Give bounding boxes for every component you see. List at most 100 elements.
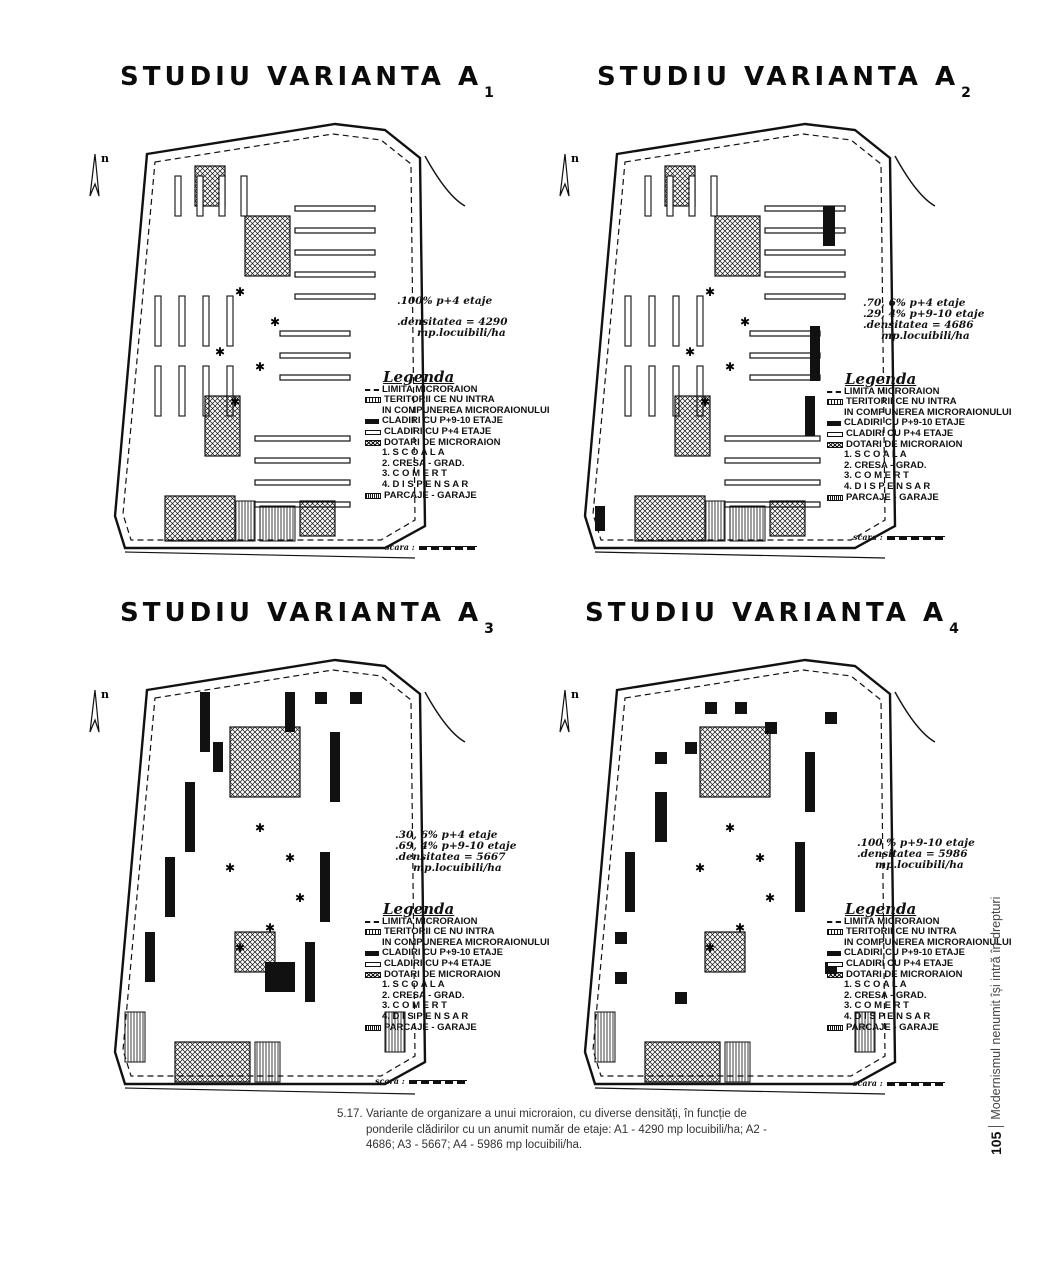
legend-symbol-icon [827, 390, 841, 393]
legend-symbol-icon [365, 1024, 381, 1031]
road-edge [124, 1087, 416, 1095]
tree-icon: ✱ [255, 360, 265, 374]
building-p9-10 [655, 792, 667, 842]
legend-item: IN COMPUNEREA MICRORAIONULUI [365, 405, 549, 417]
legend-label: CLADIRI CU P+4 ETAJE [846, 427, 954, 439]
building-p4 [279, 352, 351, 359]
tree-icon: ✱ [270, 315, 280, 329]
building-p9-10 [305, 942, 315, 1002]
building-p4 [624, 295, 632, 347]
building-p4 [240, 175, 248, 217]
building-p9-10 [735, 702, 747, 714]
site-boundary [583, 658, 897, 1086]
building-p9-10 [185, 782, 195, 852]
legend-label: CLADIRI CU P+4 ETAJE [846, 957, 954, 969]
facility-zone [644, 1041, 721, 1083]
building-p9-10 [165, 857, 175, 917]
building-p9-10 [330, 732, 340, 802]
building-p4 [624, 365, 632, 417]
legend-label: PARCAJE - GARAJE [846, 1021, 939, 1033]
legend-item: 2. CRESA - GRAD. [365, 457, 515, 470]
legend-item: 3. C O M E R T [827, 1001, 977, 1012]
legend-item: DOTARI DE MICRORAION [827, 439, 977, 451]
tree-icon: ✱ [235, 941, 245, 955]
legend-label: TERITORII CE NU INTRA [846, 926, 957, 938]
site-plan-a2: n✱✱✱✱✱ [559, 122, 936, 559]
legend-symbol-icon [827, 920, 841, 923]
building-p9-10 [200, 692, 210, 752]
facility-zone [244, 215, 291, 277]
legend-label: PARCAJE - GARAJE [384, 489, 477, 501]
building-p4 [648, 295, 656, 347]
tree-icon: ✱ [705, 941, 715, 955]
building-p4 [644, 175, 652, 217]
legend-symbol-icon [365, 951, 379, 957]
legend-item: CLADIRI CU P+9-10 ETAJE [827, 948, 977, 959]
building-p4 [696, 295, 704, 347]
legend-label: 2. CRESA - GRAD. [382, 457, 465, 469]
legend-item: 1. S C O A L A [365, 448, 515, 459]
legend-item: LIMITA MICRORAION [827, 916, 977, 928]
legend-label: TERITORII CE NU INTRA [846, 396, 957, 408]
legend-label: 4. D I S P E N S A R [382, 478, 469, 490]
building-p4 [749, 352, 821, 359]
site-plan-a4: n✱✱✱✱✱✱ [559, 658, 936, 1095]
road-edge [594, 1087, 886, 1095]
legend-symbol-icon [827, 951, 841, 957]
microraion-limit [122, 133, 416, 541]
legend-item: LIMITA MICRORAION [827, 386, 977, 398]
parking-zone [384, 1011, 406, 1053]
legend-item: TERITORII CE NU INTRA [365, 927, 515, 938]
legend-label: 1. S C O A L A [382, 447, 445, 459]
legend-item: 4. D I S P E N S A R [365, 478, 515, 491]
legend-label: TERITORII CE NU INTRA [384, 394, 495, 406]
legend-item: DOTARI DE MICRORAION [365, 437, 515, 449]
facility-zone [229, 726, 301, 798]
legend-symbol-icon [365, 429, 381, 435]
building-p9-10 [265, 962, 295, 992]
legend-symbol-icon [365, 929, 381, 936]
legend-symbol-icon [365, 961, 381, 967]
page-number: 105 [988, 1131, 1004, 1155]
legend-label: 2. CRESA - GRAD. [844, 459, 927, 471]
tree-icon: ✱ [295, 891, 305, 905]
caption-text: Variante de organizare a unui microraion… [366, 1108, 767, 1151]
tree-icon: ✱ [735, 921, 745, 935]
parking-zone [704, 500, 726, 542]
legend-label: 1. S C O A L A [844, 449, 907, 461]
tree-icon: ✱ [230, 395, 240, 409]
north-label: n [571, 688, 579, 701]
site-boundary [113, 658, 427, 1086]
facility-zone [204, 395, 241, 457]
legend-label: IN COMPUNEREA MICRORAIONULUI [382, 404, 550, 416]
legend-item: CLADIRI CU P+9-10 ETAJE [827, 418, 977, 429]
building-p4 [764, 293, 846, 300]
building-p4 [178, 295, 186, 347]
legend-item: LIMITA MICRORAION [365, 916, 515, 928]
building-p9-10 [810, 326, 820, 381]
scale-bar: scara : [853, 1078, 945, 1088]
road-edge [894, 155, 936, 207]
parking-zone [259, 505, 296, 542]
legend-symbol-icon [365, 920, 379, 923]
legend-item: CLADIRI CU P+4 ETAJE [365, 958, 515, 970]
legend-label: 2. CRESA - GRAD. [844, 989, 927, 1001]
legend-label: 2. CRESA - GRAD. [382, 989, 465, 1001]
legend-item: DOTARI DE MICRORAION [365, 969, 515, 981]
tree-icon: ✱ [215, 345, 225, 359]
legend-item: 1. S C O A L A [827, 980, 977, 991]
building-p9-10 [655, 752, 667, 764]
legend-symbol-icon [827, 399, 843, 406]
building-p4 [294, 249, 376, 256]
variant-panel-a1: STUDIU VARIANTA A1 n✱✱✱✱✱ .100% p+4 etaj… [85, 62, 565, 562]
legend-item: 3. C O M E R T [365, 1001, 515, 1012]
building-p4 [666, 175, 674, 217]
building-p9-10 [315, 692, 327, 704]
legend-symbol-icon [365, 971, 381, 978]
legend-label: 3. C O M E R T [844, 470, 909, 482]
legend-item: LIMITA MICRORAION [365, 384, 515, 396]
legend-item: 2. CRESA - GRAD. [365, 989, 515, 1002]
facility-zone [714, 215, 761, 277]
